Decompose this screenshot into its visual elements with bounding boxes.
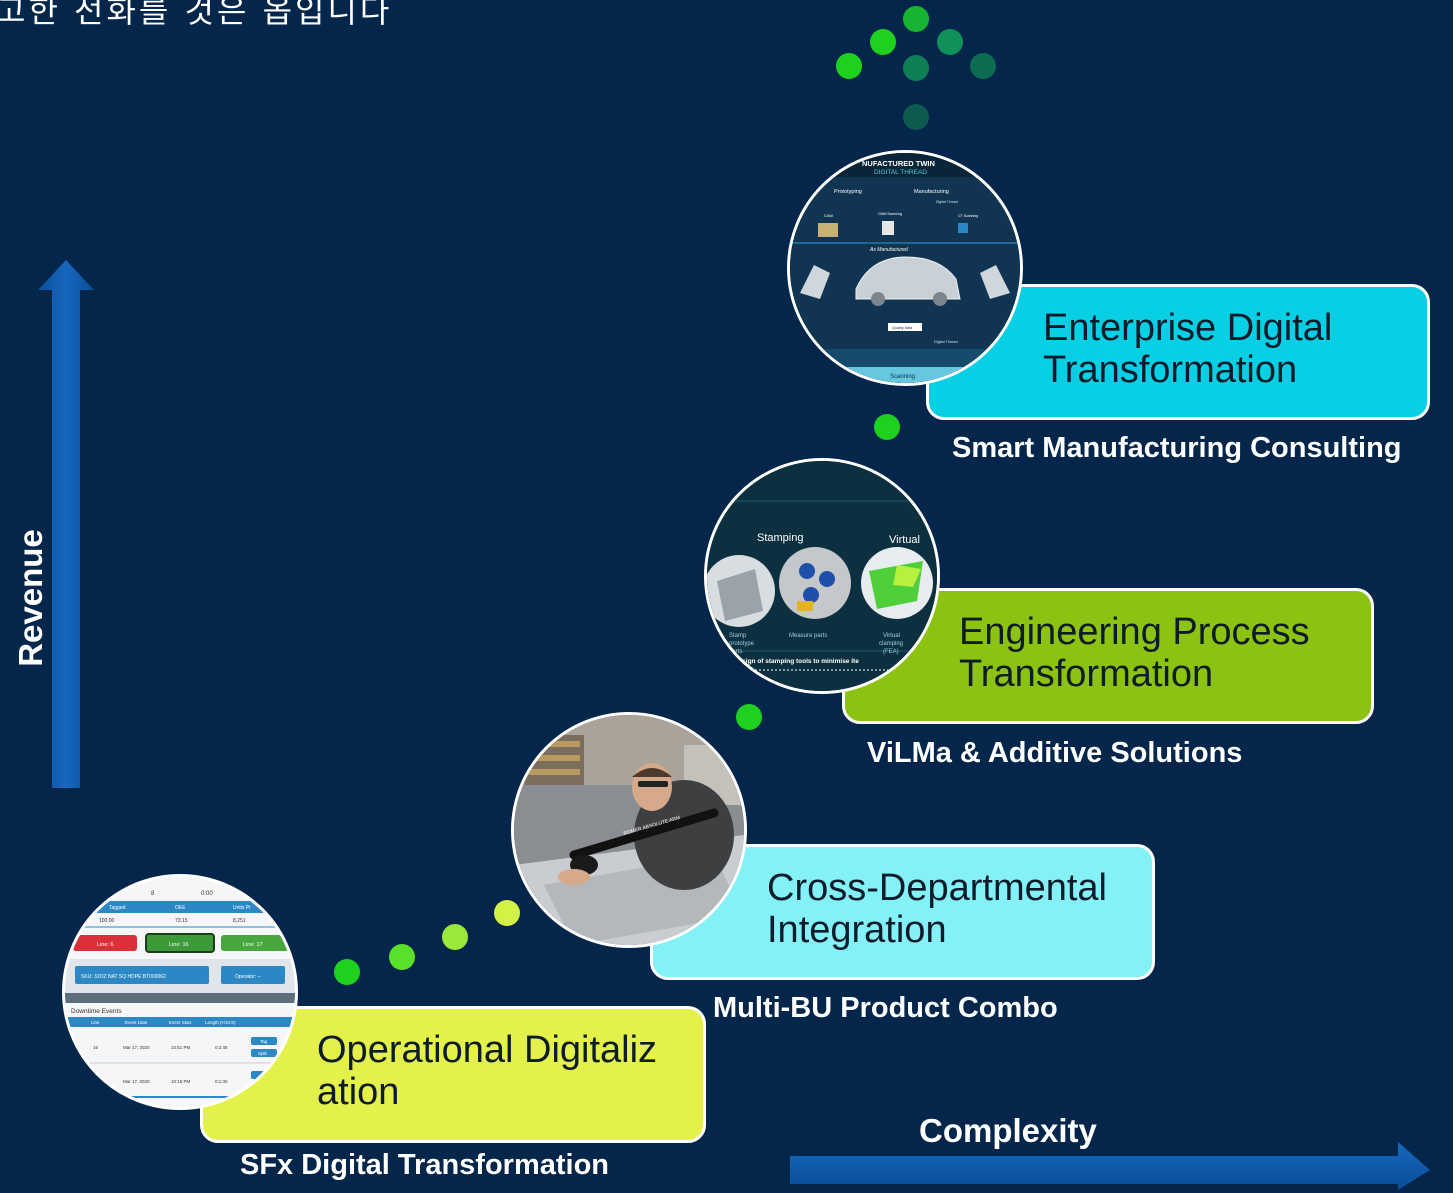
tag-action: Tag bbox=[260, 1039, 268, 1044]
y-axis-label: Revenue bbox=[12, 529, 49, 667]
stamping-bottom-text: te design of stamping tools to minimise … bbox=[727, 658, 859, 665]
stage-title-line: Transformation bbox=[1043, 349, 1298, 391]
table-header: Event Start bbox=[169, 1020, 192, 1025]
stage-title-line: Integration bbox=[767, 909, 947, 951]
thread-label: As Manufactured bbox=[869, 247, 908, 253]
thread-label: Digital Thread bbox=[934, 340, 958, 344]
line-button-label: Line: 6 bbox=[97, 942, 114, 948]
dashboard-top-value: 8 bbox=[151, 891, 155, 897]
stage-box-enterprise: Enterprise Digital Transformation bbox=[926, 284, 1430, 420]
stage-box-cross-departmental: Cross-Departmental Integration bbox=[650, 844, 1155, 980]
line-button-label: Line: 16 bbox=[169, 942, 189, 948]
dashboard-col-value: 100.00 bbox=[99, 918, 115, 924]
dashboard-col-header: Units Pr bbox=[233, 905, 251, 911]
table-cell: Mar 17, 2020 bbox=[123, 1045, 150, 1050]
thread-label: Scanning bbox=[890, 374, 915, 380]
dashboard-col-value: 73.15 bbox=[175, 918, 188, 924]
stage-caption-cross-departmental: Multi-BU Product Combo bbox=[713, 992, 1058, 1024]
revenue-arrow bbox=[38, 260, 94, 788]
sku-label: SKU: 32OZ NAT SQ HDPE BT000062 bbox=[81, 974, 166, 980]
dashboard-image: 8 0:00 Tagged OEE Units Pr 100.00 73.15 … bbox=[62, 874, 298, 1110]
thread-label: Prototyping bbox=[834, 189, 862, 195]
stamping-sub-label: (FEA) bbox=[883, 649, 899, 655]
dashboard-col-value: 8,251 bbox=[233, 918, 246, 924]
thread-title: NUFACTURED TWIN bbox=[862, 159, 935, 168]
trail-dot bbox=[970, 53, 996, 79]
trail-dot bbox=[334, 959, 360, 985]
stage-caption-operational: SFx Digital Transformation bbox=[240, 1149, 609, 1181]
stage-box-engineering: Engineering Process Transformation bbox=[842, 588, 1374, 724]
table-cell: Mar 17, 2020 bbox=[123, 1079, 150, 1084]
stamping-sub-label: parts bbox=[729, 649, 742, 655]
trail-dot bbox=[874, 414, 900, 440]
stage-title-line: Cross-Departmental bbox=[767, 867, 1107, 909]
complexity-arrow bbox=[790, 1142, 1430, 1190]
dashboard-col-header: OEE bbox=[175, 905, 186, 911]
thread-label: CAM bbox=[824, 213, 833, 218]
table-header: Line bbox=[91, 1020, 100, 1025]
thread-label: Manufacturing bbox=[914, 189, 949, 195]
worker-photo: ROMER ABSOLUTE ARM bbox=[511, 712, 747, 948]
trail-dot bbox=[903, 104, 929, 130]
table-cell: 10:51 PM bbox=[171, 1045, 191, 1050]
table-cell: 0:1:30 bbox=[215, 1079, 228, 1084]
downtime-section-title: Downtime Events bbox=[71, 1008, 122, 1015]
stage-caption-engineering: ViLMa & Additive Solutions bbox=[867, 737, 1243, 769]
trail-dot bbox=[870, 29, 896, 55]
stage-caption-enterprise: Smart Manufacturing Consulting bbox=[952, 432, 1402, 464]
dashboard-col-header: Tagged bbox=[109, 905, 126, 911]
table-cell: 10:15 PM bbox=[171, 1079, 191, 1084]
stamping-sub-label: Virtual bbox=[883, 633, 900, 639]
split-action: Split bbox=[258, 1051, 268, 1056]
thread-label: CT Scanning bbox=[958, 214, 978, 218]
stage-title-line: Engineering Process bbox=[959, 611, 1310, 653]
stamping-sub-label: Measure parts bbox=[789, 633, 827, 639]
digital-thread-graphic: NUFACTURED TWIN DIGITAL THREAD Prototypi… bbox=[787, 150, 1023, 386]
stamping-sub-label: Stamp bbox=[729, 633, 747, 639]
trail-dot bbox=[494, 900, 520, 926]
table-header: Length (H:M:S) bbox=[205, 1020, 236, 1025]
trail-dot bbox=[442, 924, 468, 950]
table-cell: 0:2:45 bbox=[215, 1045, 228, 1050]
trail-dot bbox=[903, 6, 929, 32]
operator-label: Operator: -- bbox=[235, 974, 261, 980]
stage-title-line: Enterprise Digital bbox=[1043, 307, 1333, 349]
trail-dot bbox=[389, 944, 415, 970]
stage-title-line: ation bbox=[317, 1071, 400, 1113]
table-header: Event Date bbox=[125, 1020, 148, 1025]
thread-label: Digital Thread bbox=[936, 200, 958, 204]
trail-dot bbox=[736, 704, 762, 730]
trail-dot bbox=[903, 55, 929, 81]
trail-dot bbox=[836, 53, 862, 79]
header-text: 고한 전화를 것은 옵입니다 bbox=[0, 0, 393, 30]
dashboard-top-value: 0:00 bbox=[201, 891, 213, 897]
stamping-sub-label: clamping bbox=[879, 641, 903, 647]
table-cell: 16 bbox=[93, 1045, 99, 1050]
line-button-label: Line: 17 bbox=[243, 942, 263, 948]
stamping-label: Stamping bbox=[757, 532, 803, 544]
stage-title-line: Transformation bbox=[959, 653, 1214, 695]
thread-subtitle: DIGITAL THREAD bbox=[874, 169, 927, 176]
x-axis-label: Complexity bbox=[919, 1112, 1097, 1149]
thread-label: CMM Scanning bbox=[878, 212, 902, 216]
stamping-sub-label: prototype bbox=[729, 641, 755, 647]
stage-title-line: Operational Digitaliz bbox=[317, 1029, 658, 1071]
trail-dot bbox=[937, 29, 963, 55]
stamping-graphic: Stamping Virtual Stamp prototype parts M… bbox=[704, 458, 940, 694]
thread-label: Quality data bbox=[892, 326, 913, 330]
stamping-label: Virtual bbox=[889, 534, 920, 546]
